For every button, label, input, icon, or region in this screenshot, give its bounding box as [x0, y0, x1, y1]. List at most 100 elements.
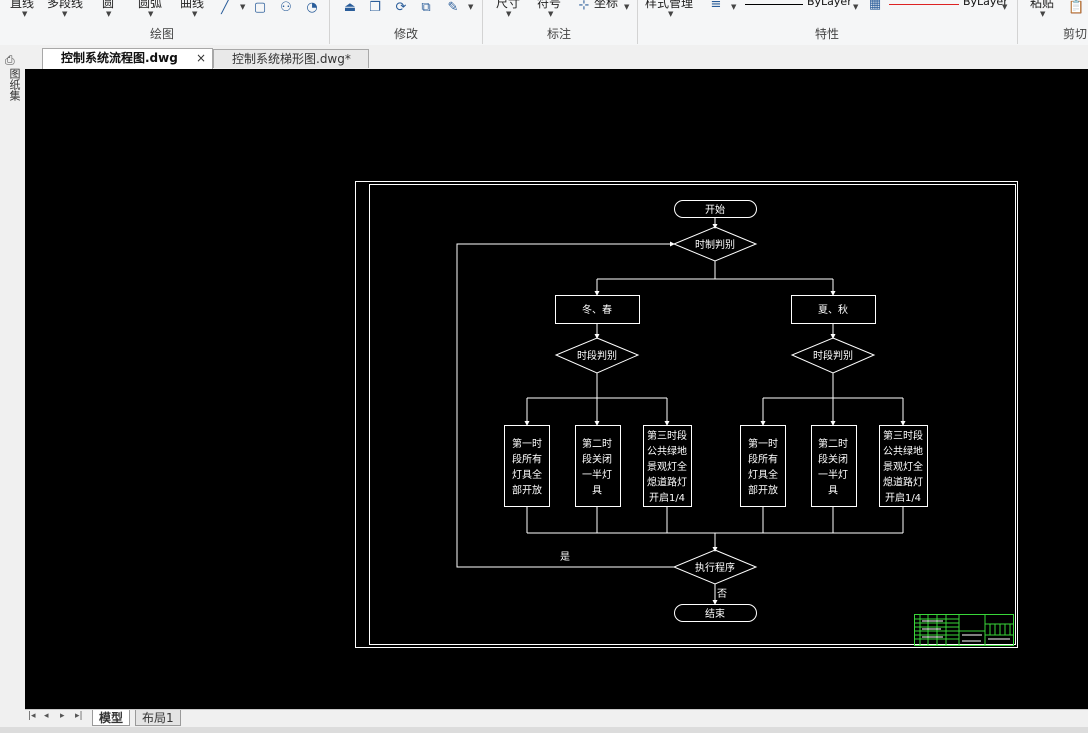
tab-flowchart-dwg[interactable]: 控制系统流程图.dwg × — [42, 48, 213, 69]
dimension-tool-label[interactable]: 尺寸 — [496, 0, 521, 10]
coordinate-icon[interactable]: ⊹ — [578, 0, 590, 13]
drawing-canvas[interactable]: 开始 时制判别 冬、春 夏、秋 时段判别 时段判别 第一时段所有灯具全部开放第二… — [25, 69, 1088, 709]
ribbon: 直线 ▼ 多段线 ▼ 圆 ▼ 圆弧 ▼ 曲线 ▼ ╱ ▼ ▢ ⚇ ◔ 绘图 ⏏ … — [0, 0, 1088, 46]
symbol-dropdown[interactable]: ▼ — [548, 10, 554, 18]
linetype-dropdown[interactable]: ▼ — [853, 3, 859, 11]
nav-last-button[interactable]: ▸| — [75, 711, 83, 721]
action-box-text-line: 具 — [828, 484, 838, 496]
action-box-text-line: 第二时 — [818, 437, 848, 450]
start-terminator — [674, 200, 757, 218]
lineweight-dropdown[interactable]: ▼ — [731, 3, 737, 11]
action-box-text-line: 段关闭 — [582, 452, 612, 465]
action-box-text-line: 部开放 — [748, 483, 778, 496]
tab-label: 控制系统梯形图.dwg* — [232, 52, 351, 66]
ribbon-separator — [329, 0, 330, 44]
ribbon-separator — [482, 0, 483, 44]
arc-tool-dropdown[interactable]: ▼ — [148, 10, 154, 18]
lineweight-icon[interactable]: ≡ — [710, 0, 722, 12]
nav-first-button[interactable]: |◂ — [28, 711, 36, 721]
line-tool-dropdown[interactable]: ▼ — [22, 10, 28, 18]
symbol-tool-label[interactable]: 符号 — [537, 0, 562, 10]
period-decision-right-label: 时段判别 — [813, 349, 853, 362]
action-box-text-line: 第三时段 — [883, 429, 923, 442]
polyline-tool-dropdown[interactable]: ▼ — [62, 10, 68, 18]
action-box-text-line: 景观灯全 — [647, 460, 687, 473]
action-box-text-line: 段所有 — [748, 452, 778, 465]
action-box-text-line: 公共绿地 — [647, 445, 687, 458]
color-dropdown[interactable]: ▼ — [1002, 3, 1008, 11]
summer-autumn-label: 夏、秋 — [818, 303, 848, 316]
pen-icon[interactable]: ╱ — [221, 0, 229, 15]
array-icon[interactable]: ⧉ — [421, 0, 431, 15]
nav-prev-button[interactable]: ◂ — [44, 711, 49, 721]
tab-layout1[interactable]: 布局1 — [135, 710, 181, 726]
rotate-icon[interactable]: ⟳ — [395, 0, 407, 15]
pen-dropdown[interactable]: ▼ — [240, 3, 246, 11]
action-box-text-line: 部开放 — [512, 483, 542, 496]
group-modify: 修改 — [394, 27, 419, 41]
panel-pin-icon[interactable]: ⎙ — [5, 53, 15, 67]
yes-label: 是 — [560, 551, 570, 563]
grid-icon[interactable]: ▦ — [868, 0, 882, 12]
arc-tool-label[interactable]: 圆弧 — [138, 0, 163, 10]
action-box-texts: 第一时段所有灯具全部开放第二时段关闭一半灯具第三时段公共绿地景观灯全熄道路灯开启… — [512, 429, 923, 504]
action-box-left-3 — [643, 425, 692, 507]
group-clipboard: 剪切 — [1063, 27, 1088, 41]
period-decision-left-label: 时段判别 — [577, 349, 617, 362]
copy-icon[interactable]: ❐ — [369, 0, 381, 15]
edit-dropdown[interactable]: ▼ — [468, 3, 474, 11]
action-box-text-line: 公共绿地 — [883, 445, 923, 458]
polyline-tool-label[interactable]: 多段线 — [47, 0, 84, 10]
tab-label: 控制系统流程图.dwg — [61, 51, 178, 65]
line-tool-label[interactable]: 直线 — [10, 0, 35, 10]
linetype-value[interactable]: ByLayer — [807, 0, 852, 8]
action-box-text-line: 一半灯 — [582, 468, 612, 481]
tab-ladder-dwg[interactable]: 控制系统梯形图.dwg* — [213, 49, 369, 68]
curve-tool-dropdown[interactable]: ▼ — [192, 10, 198, 18]
ribbon-separator — [1017, 0, 1018, 44]
edit-icon[interactable]: ✎ — [447, 0, 459, 15]
document-tab-bar: 控制系统流程图.dwg × 控制系统梯形图.dwg* — [0, 45, 1088, 69]
end-terminator — [674, 604, 757, 622]
close-icon[interactable]: × — [195, 51, 206, 65]
dimension-dropdown[interactable]: ▼ — [506, 10, 512, 18]
title-block — [914, 614, 1014, 646]
hatch-icon[interactable]: ◔ — [306, 0, 318, 15]
color-sample — [889, 4, 959, 5]
action-box-text-line: 段关闭 — [818, 452, 848, 465]
coordinate-dropdown[interactable]: ▼ — [624, 3, 630, 11]
mirror-icon[interactable]: ⏏ — [343, 0, 357, 15]
paste-dropdown[interactable]: ▼ — [1040, 10, 1046, 18]
season-decision-label: 时制判别 — [695, 238, 735, 251]
action-box-text-line: 第一时 — [512, 437, 542, 450]
group-properties: 特性 — [815, 27, 840, 41]
tab-model[interactable]: 模型 — [92, 710, 131, 726]
rectangle-icon[interactable]: ▢ — [253, 0, 267, 15]
end-label: 结束 — [705, 607, 725, 620]
circle-tool-label[interactable]: 圆 — [102, 0, 115, 10]
ribbon-separator — [637, 0, 638, 44]
start-label: 开始 — [705, 203, 725, 216]
action-box-text-line: 开启1/4 — [885, 491, 921, 504]
nav-next-button[interactable]: ▸ — [60, 711, 65, 721]
no-label: 否 — [717, 588, 727, 600]
clipboard-icon[interactable]: 📋 — [1068, 0, 1085, 15]
curve-tool-label[interactable]: 曲线 — [180, 0, 205, 10]
action-box-right-2 — [811, 425, 857, 507]
color-value[interactable]: ByLayer — [963, 0, 1008, 8]
status-bar — [0, 727, 1088, 733]
action-box-text-line: 开启1/4 — [649, 491, 685, 504]
sheet-border-inner — [369, 184, 1016, 645]
shapes-icon[interactable]: ⚇ — [280, 0, 292, 15]
sheet-set-panel-label[interactable]: 图纸集 — [8, 68, 21, 101]
paste-tool-label[interactable]: 粘贴 — [1030, 0, 1055, 10]
style-manager-dropdown[interactable]: ▼ — [668, 10, 674, 18]
style-manager-label[interactable]: 样式管理 — [645, 0, 694, 10]
loop-back-line — [456, 241, 675, 568]
action-box-text-line: 段所有 — [512, 452, 542, 465]
coordinate-tool-label[interactable]: 坐标 — [594, 0, 619, 10]
group-draw: 绘图 — [150, 27, 175, 41]
action-box-text-line: 具 — [592, 484, 602, 496]
circle-tool-dropdown[interactable]: ▼ — [106, 10, 112, 18]
sheet-border-outer — [355, 181, 1018, 648]
